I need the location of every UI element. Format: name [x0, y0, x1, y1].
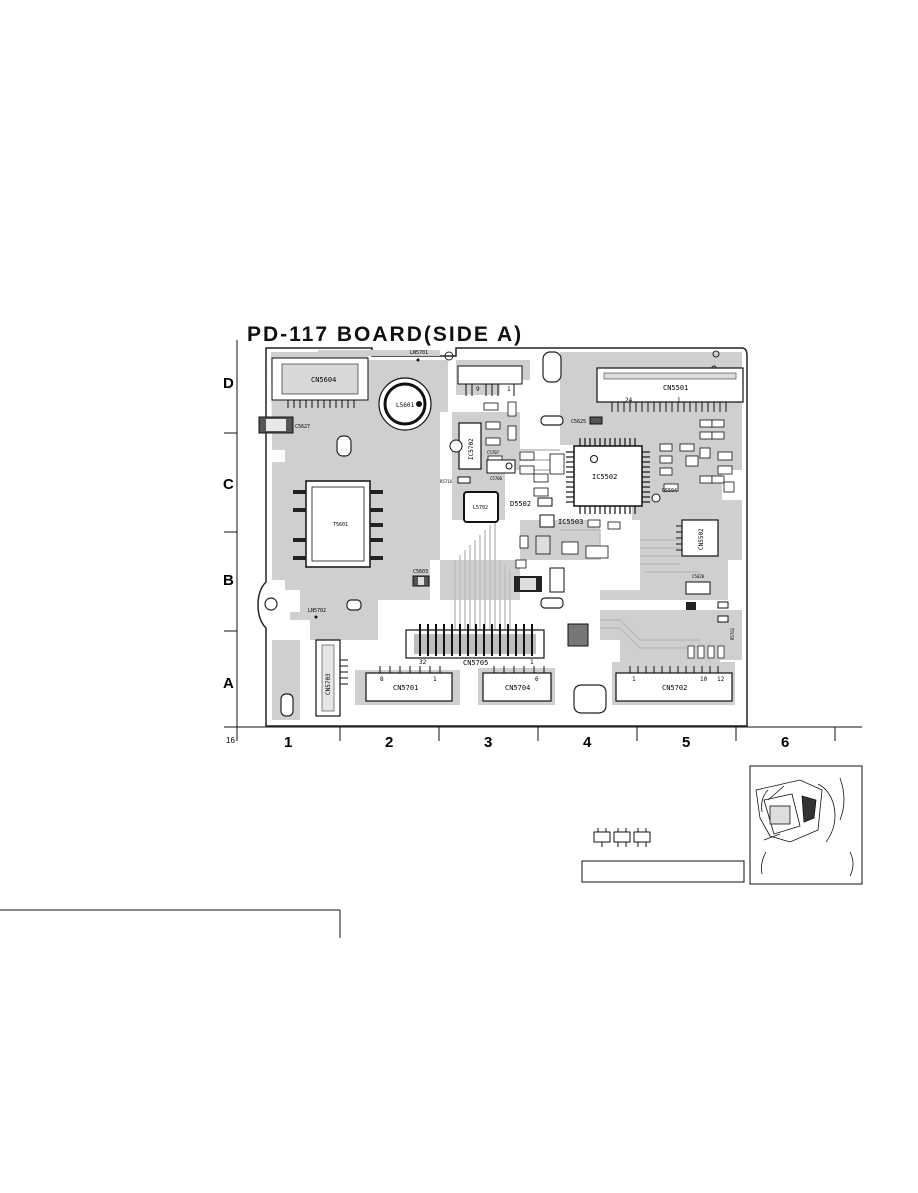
r5716-label: R5716 — [440, 479, 453, 484]
cn5502-label: CN5502 — [698, 528, 705, 550]
caption-box — [581, 860, 745, 883]
cn5701-connector: CN5701 8 1 — [365, 666, 453, 702]
c5706-label: C5706 — [490, 476, 503, 481]
cn5501-connector: CN5501 24 1 — [596, 367, 744, 412]
cn5703-label: CN5703 — [325, 673, 332, 695]
row-label-c: C — [223, 476, 234, 493]
ic5702-chip: IC5702 — [449, 422, 482, 470]
ln5702-label: LN5702 — [308, 608, 326, 614]
smd-cluster-bottom-right — [687, 645, 725, 659]
cn5706-pin-9: 9 — [476, 386, 480, 393]
cn5705-pin-32: 32 — [419, 659, 427, 666]
board-cutouts — [264, 351, 607, 717]
cn5702-connector: CN5702 1 10 12 — [615, 666, 733, 702]
cn5705-label: CN5705 — [463, 659, 488, 667]
r5702-label: R5702 — [730, 627, 735, 640]
c5620-area — [514, 567, 565, 593]
ic5503-chip: IC5503 — [539, 514, 583, 528]
cn5701-pin-8: 8 — [380, 676, 384, 683]
cn5704-label: CN5704 — [505, 684, 530, 692]
col-label-3: 3 — [484, 734, 492, 751]
col-label-2: 2 — [385, 734, 393, 751]
c5627-label: C5627 — [295, 424, 310, 430]
l5601-label: L5601 — [396, 402, 414, 409]
bottom-rule — [0, 909, 341, 938]
row-label-b: B — [223, 572, 234, 589]
cn5702-pin-12: 12 — [717, 676, 725, 683]
cn5706-connector: 9 1 — [457, 365, 523, 396]
ic5702-label: IC5702 — [468, 438, 475, 460]
r5702-resistor: R5702 — [717, 615, 735, 640]
location-inset — [749, 765, 863, 885]
l5702-inductor: L5702 — [463, 491, 499, 523]
l5601-inductor: L5601 — [378, 377, 432, 431]
ic5502-chip: IC5502 — [566, 438, 661, 514]
d5502-diode: D5502 — [510, 497, 553, 508]
cn5702-pin-10: 10 — [700, 676, 708, 683]
l5702-label: L5702 — [473, 505, 488, 511]
cn5604-connector: CN5604 — [271, 357, 369, 408]
cn5501-pin-24: 24 — [625, 397, 633, 404]
cn5701-pin-1: 1 — [433, 676, 437, 683]
c5627-capacitor: C5627 — [258, 416, 310, 434]
row-label-d: D — [223, 375, 234, 392]
cn5502-connector: CN5502 — [676, 519, 719, 557]
cn5706-pin-1: 1 — [507, 386, 511, 393]
col-label-1: 1 — [284, 734, 292, 751]
c5620-capacitor: C5620 — [685, 574, 729, 610]
cn5705-pin-1: 1 — [530, 659, 534, 666]
cn5604-label: CN5604 — [311, 376, 336, 384]
smd-cluster-center — [515, 451, 621, 569]
q5504-label: Q5504 — [662, 488, 677, 494]
ic-near-cn5705 — [567, 623, 589, 647]
transistor-legend — [593, 828, 651, 847]
board-title: PD-117 BOARD(SIDE A) — [247, 323, 523, 346]
grid-frame — [224, 340, 862, 741]
cn5703-connector: CN5703 — [315, 639, 348, 717]
ic5502-label: IC5502 — [592, 473, 617, 481]
c5620-label: C5620 — [692, 574, 705, 579]
cn5704-pin-6: 6 — [535, 676, 539, 683]
cn5702-pin-1: 1 — [632, 676, 636, 683]
t5601-transformer: T5601 — [293, 480, 383, 568]
c5603-label: C5603 — [413, 569, 428, 575]
smd-cluster-right — [659, 419, 735, 493]
c5625-capacitor: C5625 — [571, 416, 603, 425]
col-label-4: 4 — [583, 734, 592, 751]
col-label-5: 5 — [682, 734, 690, 751]
t5601-label: T5601 — [333, 522, 348, 528]
col-label-6: 6 — [781, 734, 789, 751]
cn5705-connector: CN5705 32 1 — [405, 624, 545, 667]
c5707-label: C5707 — [487, 450, 500, 455]
r5716-resistor: R5716 — [440, 476, 471, 484]
page-number: 16 — [226, 736, 235, 745]
cn5702-label: CN5702 — [662, 684, 687, 692]
cn5501-label: CN5501 — [663, 384, 688, 392]
ln5701-label: LN5701 — [410, 350, 428, 356]
c5706-capacitor: C5706 — [486, 459, 516, 481]
d5502-label: D5502 — [510, 500, 531, 508]
cn5704-connector: CN5704 6 — [482, 666, 552, 702]
cn5501-pin-1: 1 — [677, 397, 681, 404]
c5603-capacitor: C5603 — [412, 569, 430, 587]
c5625-label: C5625 — [571, 419, 586, 425]
ic5503-label: IC5503 — [558, 518, 583, 526]
cn5701-label: CN5701 — [393, 684, 418, 692]
row-label-a: A — [223, 675, 234, 692]
